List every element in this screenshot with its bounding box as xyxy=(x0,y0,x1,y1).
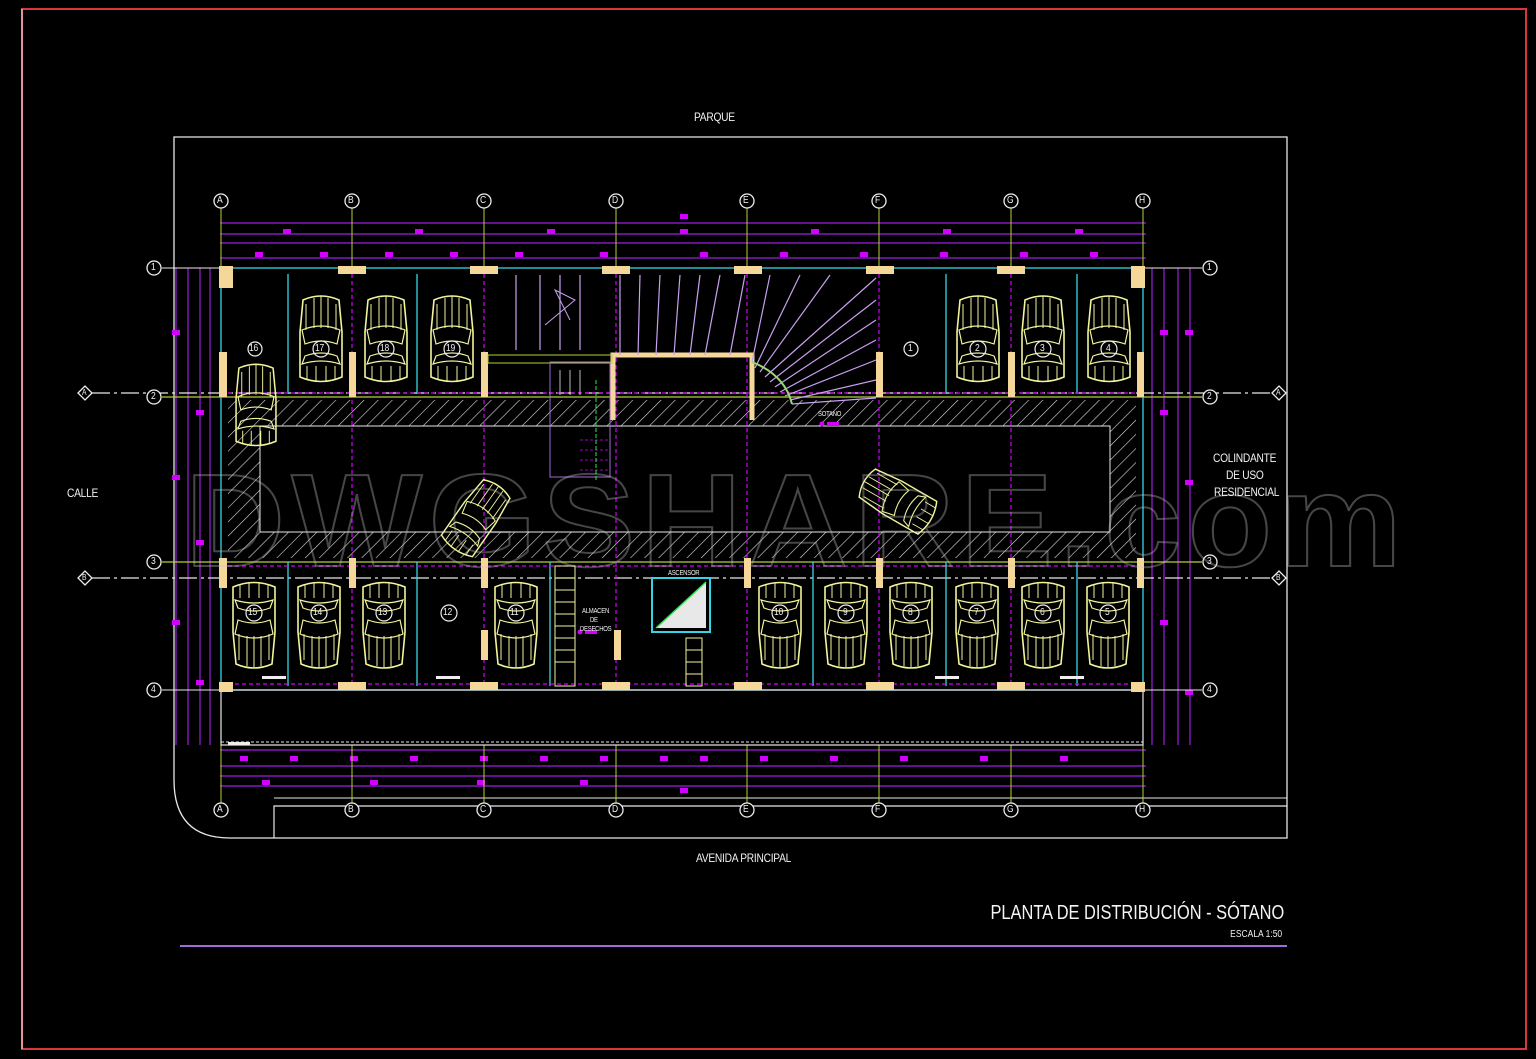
grid-label-b-bottom: B xyxy=(348,804,354,815)
section-label-b-right: B xyxy=(1276,573,1281,582)
grid-label-d-bottom: D xyxy=(612,804,618,815)
section-label-a-right: A xyxy=(1276,388,1281,397)
spot-14: 14 xyxy=(313,607,322,618)
section-label-a-left: A xyxy=(82,388,87,397)
grid-label-c: C xyxy=(480,195,486,206)
driving-aisle xyxy=(228,400,1136,558)
spot-5: 5 xyxy=(1105,607,1110,618)
label-de-uso: DE USO xyxy=(1226,468,1264,482)
grid-label-3-right: 3 xyxy=(1207,556,1212,567)
spot-11: 11 xyxy=(510,607,519,618)
room-label-waste-2: DE xyxy=(590,617,598,624)
spot-6: 6 xyxy=(1040,607,1045,618)
grid-label-g-bottom: G xyxy=(1007,804,1014,815)
grid-label-1: 1 xyxy=(151,262,156,273)
spot-number-circles xyxy=(245,340,1118,622)
room-label-waste-3: DESECHOS xyxy=(580,626,612,633)
dimension-lines xyxy=(175,222,1191,787)
grid-label-3: 3 xyxy=(151,556,156,567)
spot-18: 18 xyxy=(380,343,389,354)
grid-label-a: A xyxy=(217,195,223,206)
spot-13: 13 xyxy=(378,607,387,618)
drawing-title: PLANTA DE DISTRIBUCIÓN - SÓTANO xyxy=(990,902,1284,924)
parking-dividers xyxy=(287,274,1078,686)
room-label-elevator: ASCENSOR xyxy=(668,570,700,577)
service-stairs xyxy=(554,565,703,687)
spot-19: 19 xyxy=(446,343,455,354)
ramp-stairs xyxy=(515,274,877,405)
spot-7: 7 xyxy=(974,607,979,618)
grid-label-d: D xyxy=(612,195,618,206)
elevator xyxy=(651,577,711,633)
spot-1: 1 xyxy=(908,343,913,354)
spot-17: 17 xyxy=(315,343,324,354)
grid-label-b: B xyxy=(348,195,354,206)
drawing-scale: ESCALA 1:50 xyxy=(1230,929,1282,940)
grid-label-e: E xyxy=(743,195,749,206)
grid-label-2-right: 2 xyxy=(1207,391,1212,402)
section-markers xyxy=(77,385,1287,586)
label-colindante: COLINDANTE xyxy=(1213,451,1277,465)
spot-8: 8 xyxy=(908,607,913,618)
spot-4: 4 xyxy=(1106,343,1111,354)
spot-12: 12 xyxy=(443,607,452,618)
spot-9: 9 xyxy=(843,607,848,618)
spot-16: 16 xyxy=(249,343,258,354)
grid-label-4: 4 xyxy=(151,684,156,695)
spot-15: 15 xyxy=(248,607,257,618)
grid-label-4-right: 4 xyxy=(1207,684,1212,695)
grid-label-f-bottom: F xyxy=(875,804,880,815)
grid-label-h-bottom: H xyxy=(1139,804,1145,815)
label-avenida-principal: AVENIDA PRINCIPAL xyxy=(696,851,792,865)
spot-3: 3 xyxy=(1040,343,1045,354)
room-label-sotano: SOTANO xyxy=(818,411,842,418)
grid-column-lines xyxy=(220,208,1144,803)
grid-label-f: F xyxy=(875,195,880,206)
label-calle: CALLE xyxy=(67,486,99,500)
grid-label-c-bottom: C xyxy=(480,804,486,815)
grid-label-e-bottom: E xyxy=(743,804,749,815)
grid-label-2: 2 xyxy=(151,391,156,402)
room-label-waste-1: ALMACEN xyxy=(582,608,609,615)
grid-label-h: H xyxy=(1139,195,1145,206)
spot-2: 2 xyxy=(975,343,980,354)
section-label-b-left: B xyxy=(82,573,87,582)
grid-label-a-bottom: A xyxy=(217,804,223,815)
label-residencial: RESIDENCIAL xyxy=(1214,485,1280,499)
watermark: DWGSHARE.com xyxy=(184,446,1408,595)
structural-columns xyxy=(219,266,1145,692)
label-parque: PARQUE xyxy=(694,110,735,124)
grid-label-g: G xyxy=(1007,195,1014,206)
spot-10: 10 xyxy=(774,607,783,618)
central-core xyxy=(487,352,755,480)
grid-label-1-right: 1 xyxy=(1207,262,1212,273)
site-boundary xyxy=(173,136,1288,839)
